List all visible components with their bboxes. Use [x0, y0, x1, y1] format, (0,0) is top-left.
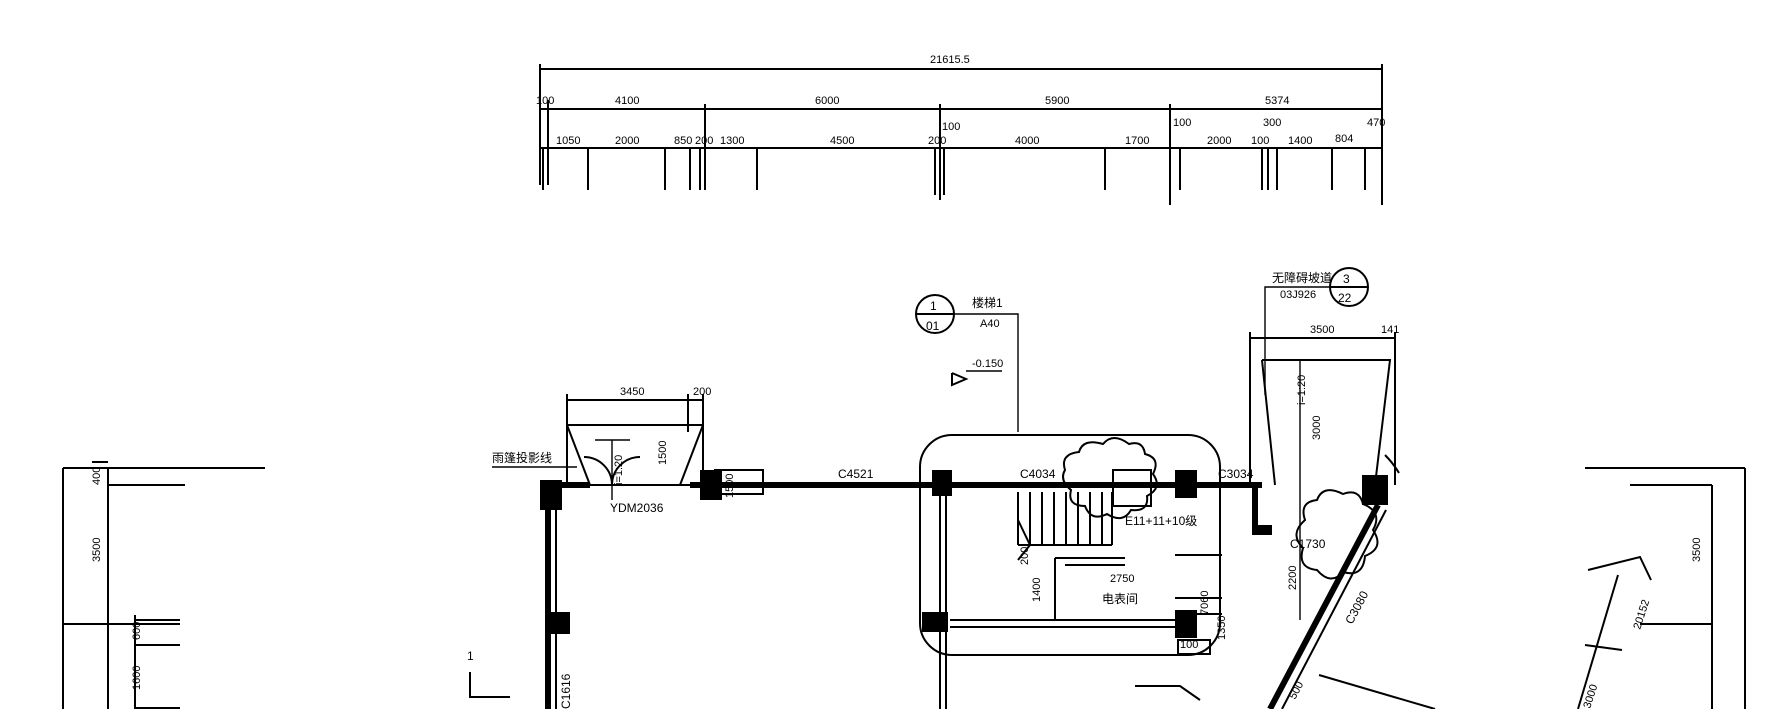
- stair-e-label: E11+11+10级: [1125, 514, 1197, 528]
- dim-row2-4: 1300: [720, 135, 744, 147]
- ramp-slope: i=1:20: [1296, 375, 1308, 405]
- dim-row1-4: 5374: [1265, 95, 1289, 107]
- dim-row2-extra-3: 470: [1367, 117, 1385, 129]
- window-c3080-label: C3080: [1342, 588, 1371, 626]
- dim-row2-extra-2: 300: [1263, 117, 1281, 129]
- ramp-dim-2200: 2200: [1287, 566, 1299, 590]
- left-dim-1600: 1600: [131, 666, 143, 690]
- stair-callout: 1 01 楼梯1 A40: [915, 294, 1019, 432]
- stair-dim-1400: 1400: [1031, 578, 1043, 602]
- dim-row2-11: 1400: [1288, 135, 1312, 147]
- left-wing: 400 3500 600 1600: [62, 461, 265, 709]
- ramp-callout-text1: 无障碍坡道: [1272, 270, 1332, 285]
- ramp-dim-3000: 3000: [1311, 416, 1323, 440]
- dim-row2-5: 4500: [830, 135, 854, 147]
- stair-callout-num: 1: [930, 299, 937, 313]
- dim-row2-extra-1: 100: [1173, 117, 1191, 129]
- top-dimension-chain: 21615.5 100 4100 6000 5900 5374 1050 200…: [536, 54, 1385, 205]
- window-c4521-label: C4521: [838, 467, 874, 481]
- stair-callout-text1: 楼梯1: [972, 295, 1003, 310]
- dim-row2-10: 100: [1251, 135, 1269, 147]
- window-c3034-label: C3034: [1218, 467, 1254, 481]
- core-dim-1350: 1350: [1216, 616, 1228, 640]
- ramp-dim-141: 141: [1381, 324, 1399, 336]
- dim-row2-1: 2000: [615, 135, 639, 147]
- rain-canopy-label: 雨篷投影线: [492, 450, 552, 465]
- level-mark-text: -0.150: [972, 358, 1003, 370]
- ramp-callout-sheet: 22: [1338, 291, 1352, 305]
- canopy-dim-3450: 3450: [620, 386, 644, 398]
- left-dim-600: 600: [131, 622, 143, 640]
- dim-row2-8: 1700: [1125, 135, 1149, 147]
- left-dim-3500: 3500: [91, 538, 103, 562]
- dim-row2-3: 200: [695, 135, 713, 147]
- core-dim-100: 100: [1180, 639, 1198, 651]
- right-dim-20152: 20152: [1631, 598, 1652, 631]
- stair-callout-sheet: 01: [926, 319, 940, 333]
- canopy-dim-1500: 1500: [657, 441, 669, 465]
- window-c1616-label: C1616: [559, 673, 573, 709]
- dim-row2-6: 200: [928, 135, 946, 147]
- dim-row2-2: 850: [674, 135, 692, 147]
- elec-room-label: 电表间: [1102, 592, 1138, 606]
- window-c4034-label: C4034: [1020, 467, 1056, 481]
- right-wing: 3500 20152 3000: [1318, 467, 1746, 709]
- ramp-area: C3034 3500 141 i=1:20 3000 2200 C1730 C3…: [1218, 324, 1400, 709]
- stair-dim-200: 200: [1019, 547, 1031, 565]
- door-ydm-label: YDM2036: [610, 501, 664, 515]
- ramp-callout-num: 3: [1343, 272, 1350, 286]
- stair-core: C4034 2750 电表间 1400 200 E11+11+10级 7060 …: [919, 434, 1228, 709]
- left-dim-400: 400: [91, 467, 103, 485]
- section-mark: 1: [467, 649, 474, 663]
- dim-row1-3: 5900: [1045, 95, 1069, 107]
- wall-dim-1500: 1500: [724, 474, 736, 498]
- dim-row2-0: 1050: [556, 135, 580, 147]
- dim-overall: 21615.5: [930, 54, 970, 66]
- canopy-dim-200: 200: [693, 386, 711, 398]
- stair-dim-2750: 2750: [1110, 573, 1134, 585]
- ramp-dim-500: 500: [1287, 680, 1306, 702]
- core-dim-7060: 7060: [1199, 591, 1211, 615]
- main-walls: 1500 C1616 C4521 1: [467, 467, 1262, 709]
- dim-row1-1: 4100: [615, 95, 639, 107]
- ramp-dim-3500: 3500: [1310, 324, 1334, 336]
- dim-row2-12: 804: [1335, 133, 1353, 145]
- dim-row2-extra-0: 100: [942, 121, 960, 133]
- right-dim-3500: 3500: [1691, 538, 1703, 562]
- canopy-slope: i=1:20: [613, 455, 625, 485]
- dim-row1-2: 6000: [815, 95, 839, 107]
- ramp-callout-text2: 03J926: [1280, 289, 1316, 301]
- dim-row1-0: 100: [536, 95, 554, 107]
- dim-row2-9: 2000: [1207, 135, 1231, 147]
- window-c1730-label: C1730: [1290, 537, 1326, 551]
- bottom-edge-line: [1135, 685, 1201, 701]
- stair-callout-text2: A40: [980, 318, 1000, 330]
- level-mark: -0.150: [951, 358, 1003, 387]
- dim-row2-7: 4000: [1015, 135, 1039, 147]
- canopy-entrance: 3450 200 i=1:20 1500 YDM2036 雨篷投影线: [492, 386, 711, 515]
